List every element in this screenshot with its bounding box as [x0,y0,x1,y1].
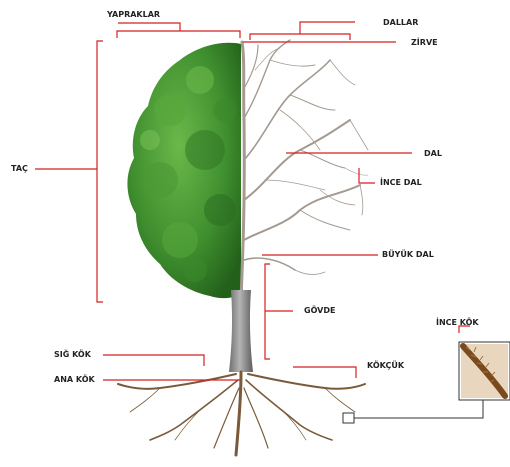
label-dallar: DALLAR [383,18,418,28]
root-hair-inset [459,342,510,400]
foliage [127,43,241,298]
label-ana-kok: ANA KÖK [54,375,95,385]
inset-connector [354,400,483,418]
label-ince-dal: İNCE DAL [380,178,422,188]
trunk [229,290,253,372]
label-sig-kok: SIĞ KÖK [54,350,91,360]
label-ince-kok: İNCE KÖK [436,318,479,328]
label-buyuk-dal: BÜYÜK DAL [382,250,434,260]
label-zirve: ZİRVE [411,38,438,48]
leader-lines [35,22,470,380]
label-dal: DAL [424,149,442,159]
label-tac: TAÇ [11,164,28,174]
label-govde: GÖVDE [304,306,335,316]
inset-marker-box [343,413,354,423]
label-yapraklar: YAPRAKLAR [107,10,160,20]
bare-branches [241,40,368,300]
roots [118,372,365,455]
label-kokcuk: KÖKÇÜK [367,361,404,371]
